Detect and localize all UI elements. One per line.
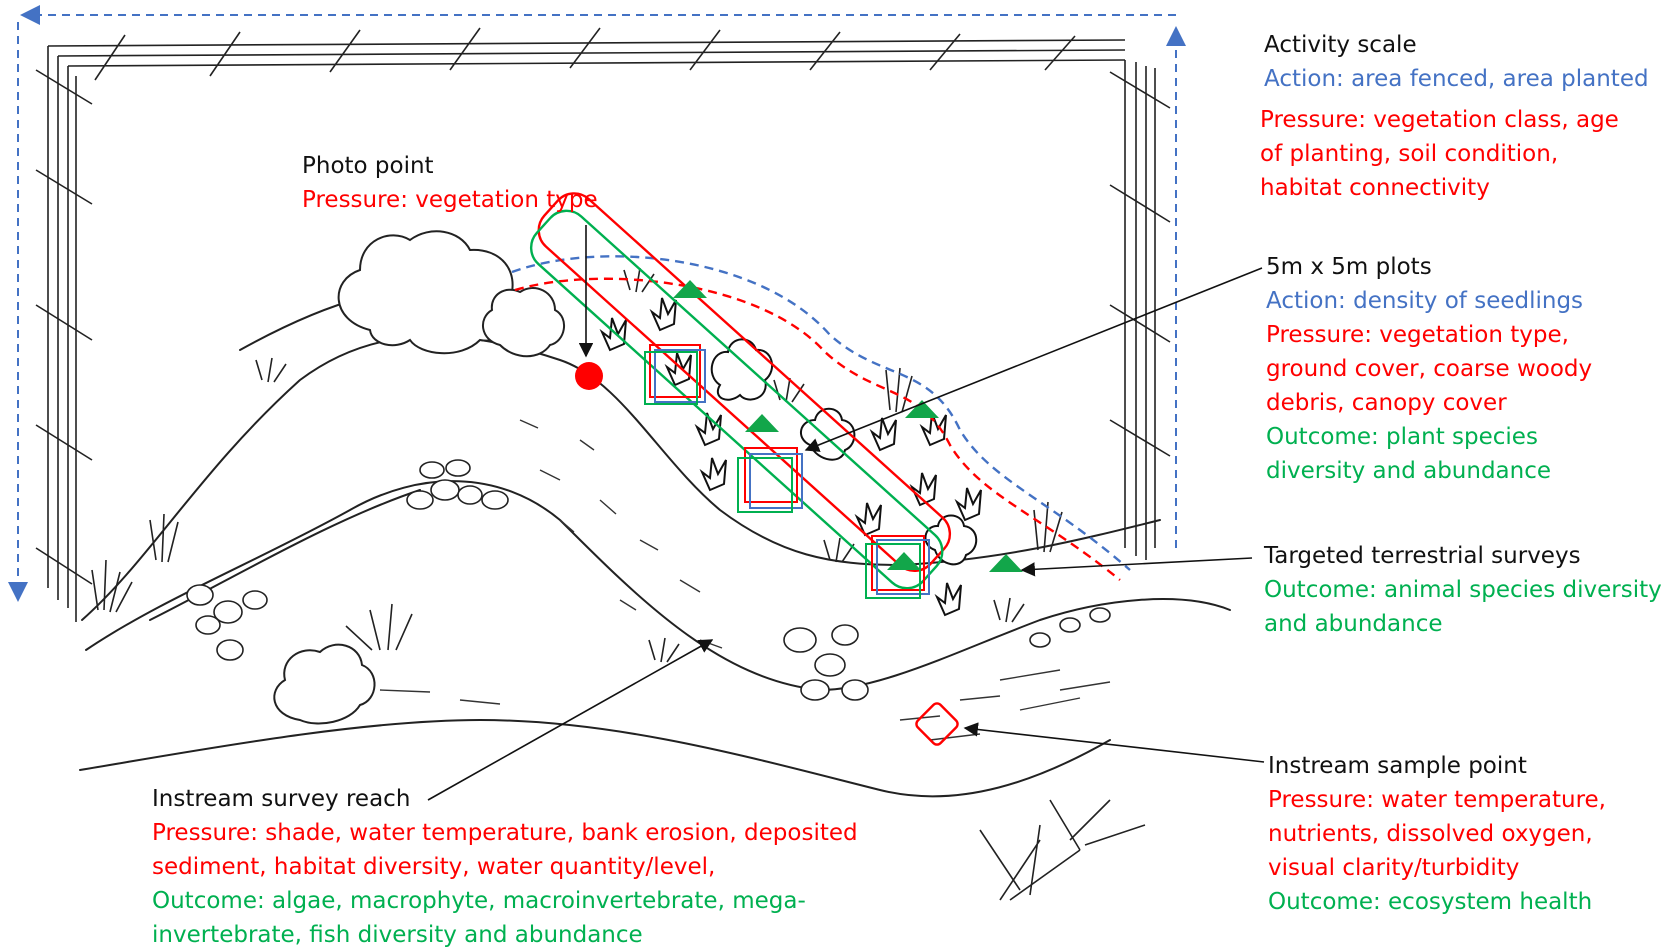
survey-reach-outcome-2: invertebrate, fish diversity and abundan… bbox=[152, 922, 643, 948]
survey-reach-outcome-1: Outcome: algae, macrophyte, macroinverte… bbox=[152, 888, 806, 914]
bushes bbox=[273, 230, 565, 725]
terrestrial-title: Targeted terrestrial surveys bbox=[1264, 543, 1581, 569]
survey-triangle bbox=[673, 280, 707, 298]
photo-point-marker bbox=[575, 362, 603, 390]
plots-title: 5m x 5m plots bbox=[1266, 254, 1432, 280]
plot-squares bbox=[644, 344, 930, 599]
plots-pressure-3: debris, canopy cover bbox=[1266, 390, 1507, 416]
leader-arrows bbox=[427, 225, 1265, 801]
plots-action: Action: density of seedlings bbox=[1266, 288, 1584, 314]
pebbles bbox=[186, 459, 1111, 701]
activity-scale-pressure-1: Pressure: vegetation class, age bbox=[1260, 107, 1619, 133]
survey-reach-pressure-2: sediment, habitat diversity, water quant… bbox=[152, 854, 716, 880]
activity-scale-extent bbox=[8, 5, 1186, 602]
survey-reach-pressure-1: Pressure: shade, water temperature, bank… bbox=[152, 820, 858, 846]
terrestrial-outcome-1: Outcome: animal species diversity bbox=[1264, 577, 1662, 603]
activity-scale-pressure-2: of planting, soil condition, bbox=[1260, 141, 1559, 167]
sample-point-pressure-1: Pressure: water temperature, bbox=[1268, 787, 1606, 813]
survey-triangle bbox=[905, 400, 939, 418]
survey-triangle bbox=[745, 414, 779, 432]
terrestrial-outcome-2: and abundance bbox=[1264, 611, 1443, 637]
survey-reach-title: Instream survey reach bbox=[152, 786, 411, 812]
sample-point-pressure-2: nutrients, dissolved oxygen, bbox=[1268, 821, 1593, 847]
plots-outcome-2: diversity and abundance bbox=[1266, 458, 1552, 484]
activity-scale-title: Activity scale bbox=[1264, 32, 1417, 58]
sample-point-outcome: Outcome: ecosystem health bbox=[1268, 889, 1593, 915]
survey-triangle bbox=[989, 554, 1023, 572]
plots-pressure-1: Pressure: vegetation type, bbox=[1266, 322, 1569, 348]
plots-pressure-2: ground cover, coarse woody bbox=[1266, 356, 1593, 382]
terrestrial-survey-markers bbox=[673, 280, 1023, 572]
sample-point-pressure-3: visual clarity/turbidity bbox=[1268, 855, 1520, 881]
fence bbox=[35, 27, 1171, 622]
survey-triangle bbox=[887, 552, 921, 570]
photo-point-title: Photo point bbox=[302, 153, 434, 179]
plot-3 bbox=[865, 535, 930, 599]
instream-sample-point-marker bbox=[915, 702, 959, 746]
plot-1 bbox=[644, 344, 706, 405]
sample-point-title: Instream sample point bbox=[1268, 753, 1527, 779]
photo-point-pressure: Pressure: vegetation type bbox=[302, 187, 598, 213]
planted-area-boundary bbox=[511, 255, 1131, 581]
plot-2 bbox=[737, 447, 803, 513]
activity-scale-pressure-3: habitat connectivity bbox=[1260, 175, 1490, 201]
activity-scale-action: Action: area fenced, area planted bbox=[1264, 66, 1649, 92]
plots-outcome-1: Outcome: plant species bbox=[1266, 424, 1538, 450]
